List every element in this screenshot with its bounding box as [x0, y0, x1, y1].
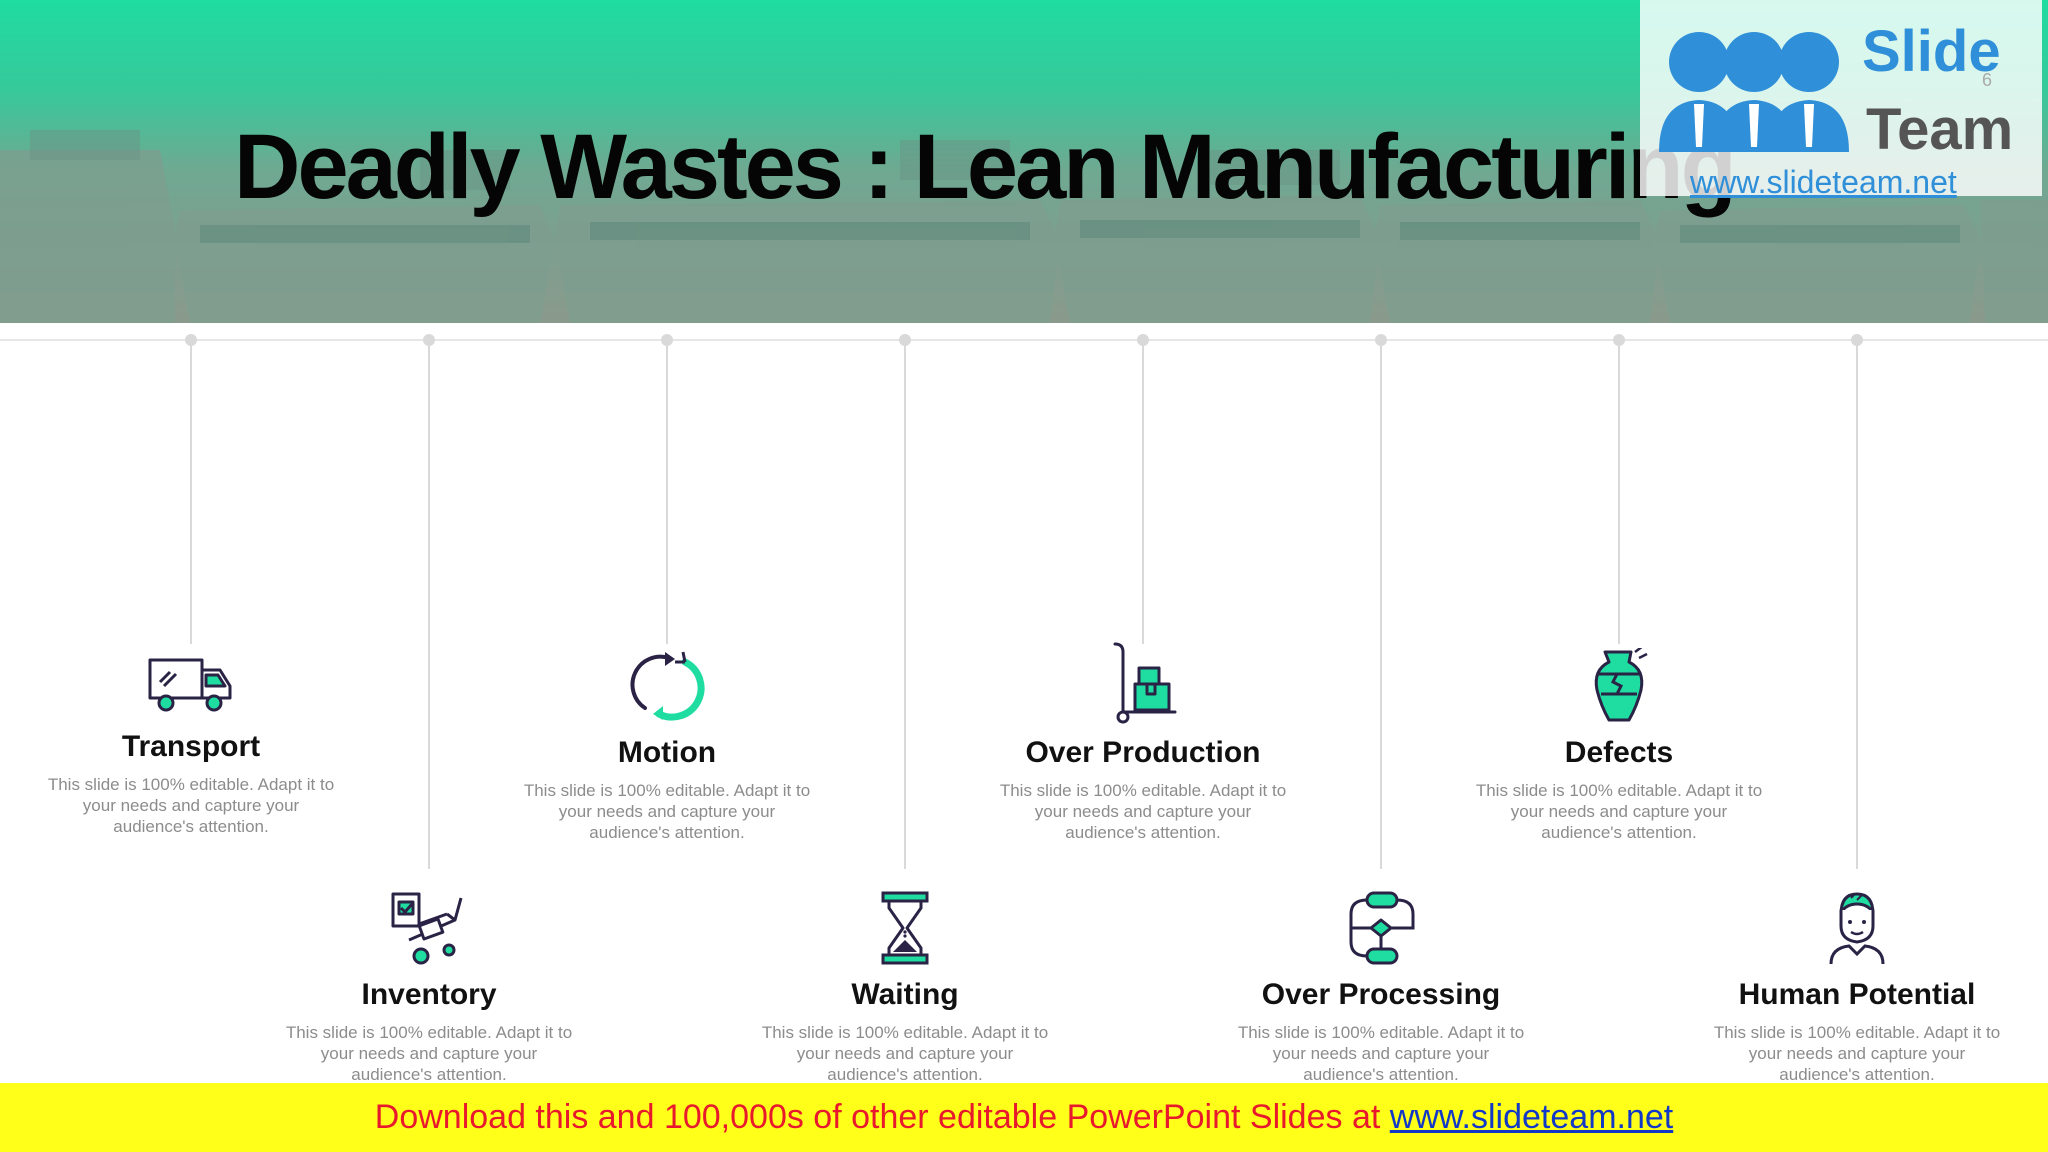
connector-line	[1380, 346, 1382, 869]
timeline-dot	[1375, 334, 1387, 346]
item-description: This slide is 100% editable. Adapt it to…	[761, 1023, 1049, 1084]
connector-line	[190, 346, 192, 644]
truck-icon	[148, 658, 232, 712]
item-description: This slide is 100% editable. Adapt it to…	[1475, 781, 1763, 842]
waste-item-waiting: Waiting This slide is 100% editable. Ada…	[755, 890, 1055, 1085]
item-description: This slide is 100% editable. Adapt it to…	[1237, 1023, 1525, 1084]
item-description: This slide is 100% editable. Adapt it to…	[999, 781, 1287, 842]
broken-vase-icon	[1594, 648, 1648, 722]
item-title: Inventory	[361, 978, 497, 1011]
logo-word-team: Team	[1866, 97, 2014, 162]
circular-arrows-icon	[630, 651, 705, 721]
item-description: This slide is 100% editable. Adapt it to…	[1713, 1023, 2001, 1084]
hourglass-icon	[881, 891, 929, 965]
waste-bins-photo	[0, 130, 2048, 323]
waste-item-over-production: Over Production This slide is 100% edita…	[993, 640, 1293, 843]
connector-line	[666, 346, 668, 644]
timeline-dot	[1137, 334, 1149, 346]
connector-line	[1618, 346, 1620, 644]
person-icon	[1829, 892, 1885, 965]
logo-url[interactable]: www.slideteam.net	[1690, 164, 1957, 200]
item-title: Over Processing	[1261, 978, 1501, 1011]
timeline-dot	[1851, 334, 1863, 346]
timeline-dot	[423, 334, 435, 346]
timeline-dot	[899, 334, 911, 346]
hand-truck-icon	[1113, 642, 1177, 724]
waste-item-transport: Transport This slide is 100% editable. A…	[41, 648, 341, 837]
waste-item-inventory: Inventory This slide is 100% editable. A…	[279, 890, 579, 1085]
item-title: Human Potential	[1738, 978, 1976, 1011]
slideteam-logo: Slide Team www.slideteam.net	[1640, 0, 2042, 200]
connector-line	[1856, 346, 1858, 869]
item-title: Waiting	[851, 978, 959, 1011]
item-description: This slide is 100% editable. Adapt it to…	[285, 1023, 573, 1084]
item-title: Motion	[617, 736, 717, 769]
slide-title: Deadly Wastes : Lean Manufacturing	[234, 116, 1737, 218]
page-number: 6	[1982, 70, 1993, 90]
timeline-axis	[0, 339, 2048, 341]
banner-link[interactable]: www.slideteam.net	[1389, 1098, 1674, 1136]
item-description: This slide is 100% editable. Adapt it to…	[47, 775, 335, 836]
waste-item-over-processing: Over Processing This slide is 100% edita…	[1231, 890, 1531, 1085]
header-image: Deadly Wastes : Lean Manufacturing Slide…	[0, 0, 2048, 323]
item-title: Over Production	[1025, 736, 1261, 769]
waste-item-defects: Defects This slide is 100% editable. Ada…	[1469, 648, 1769, 843]
download-banner: Download this and 100,000s of other edit…	[0, 1083, 2048, 1152]
timeline-dot	[1613, 334, 1625, 346]
item-title: Transport	[121, 730, 261, 763]
item-description: This slide is 100% editable. Adapt it to…	[523, 781, 811, 842]
inventory-cart-icon	[391, 892, 463, 965]
people-logo-icon	[1659, 32, 1849, 152]
flowchart-icon	[1349, 891, 1415, 965]
item-title: Defects	[1564, 736, 1674, 769]
timeline-dot	[185, 334, 197, 346]
timeline-dot	[661, 334, 673, 346]
connector-line	[428, 346, 430, 869]
banner-text: Download this and 100,000s of other edit…	[374, 1098, 1390, 1136]
waste-item-human-potential: Human Potential This slide is 100% edita…	[1707, 890, 2007, 1085]
connector-line	[904, 346, 906, 869]
connector-line	[1142, 346, 1144, 644]
waste-item-motion: Motion This slide is 100% editable. Adap…	[517, 648, 817, 843]
logo-word-slide: Slide	[1862, 19, 2001, 84]
